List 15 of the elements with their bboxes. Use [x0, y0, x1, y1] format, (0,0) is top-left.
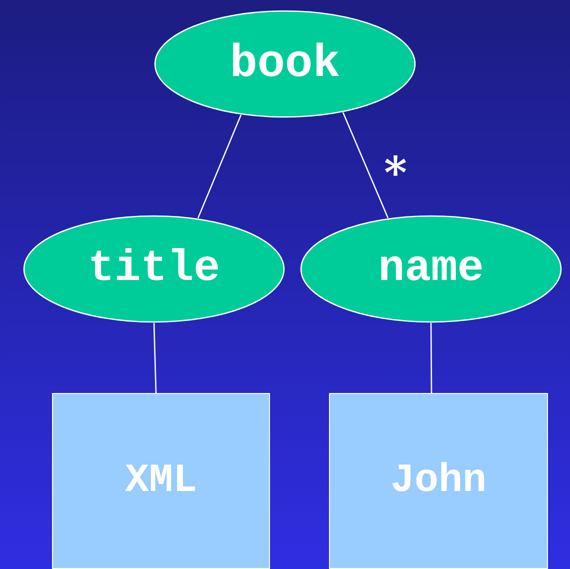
ellipse-node — [23, 215, 285, 323]
node-text: John — [390, 458, 486, 504]
connector-line — [197, 114, 242, 218]
edge-label: * — [384, 152, 408, 196]
ellipse-node — [300, 215, 562, 323]
node-text: title — [88, 244, 220, 294]
ellipse-node — [154, 10, 416, 118]
value-box — [329, 393, 548, 569]
node-text: name — [378, 244, 484, 294]
connector-line — [153, 322, 157, 394]
node-text: XML — [124, 458, 197, 504]
node-text: book — [230, 38, 340, 90]
connector-line — [430, 323, 432, 393]
connector-line — [342, 112, 389, 218]
value-box — [52, 393, 270, 569]
